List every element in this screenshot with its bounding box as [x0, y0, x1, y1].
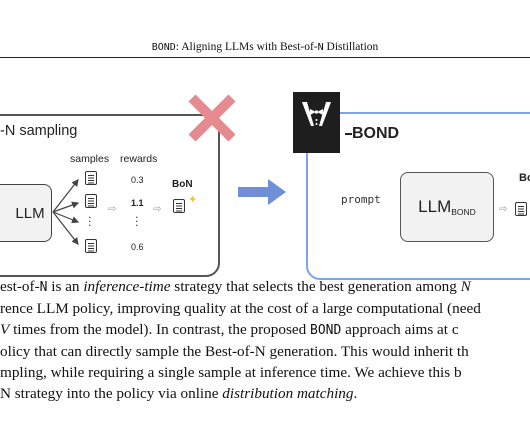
caption-text: strategy that selects the best generatio… [170, 278, 461, 295]
rewards-ellipsis: ··· [135, 211, 139, 232]
reward-value: 0.6 [131, 242, 144, 252]
header-bond: BOND [151, 42, 176, 53]
logo-dash [345, 133, 352, 135]
caption-text: approach aims at c [341, 321, 459, 338]
samples-label: samples [70, 153, 110, 165]
caption-line: rence LLM policy, improving quality at t… [0, 298, 530, 319]
caption-line: est-of-N is an inference-time strategy t… [0, 276, 530, 298]
header-rule [0, 57, 530, 58]
bond-doc-icon [515, 202, 527, 216]
header-text: : Aligning LLMs with Best-of- [175, 41, 318, 53]
to-bon-arrow-icon: ⇨ [153, 204, 162, 215]
reward-value-best: 1.1 [131, 198, 144, 208]
caption-italic: N [460, 278, 471, 295]
caption-text: olicy that can directly sample the Best-… [0, 343, 469, 360]
bond-logo [293, 92, 340, 153]
caption-line: olicy that can directly sample the Best-… [0, 341, 530, 362]
bon-doc-icon [173, 199, 185, 213]
to-rewards-arrow-icon: ⇨ [108, 204, 117, 215]
caption-text: est-of- [0, 278, 40, 295]
caption-italic: distribution matching [222, 385, 354, 402]
bon-panel-title: -N sampling [0, 123, 78, 139]
caption-line: V times from the model). In contrast, th… [0, 319, 530, 341]
caption-italic: inference-time [83, 278, 171, 295]
header-n: N [317, 42, 324, 53]
cross-icon [188, 94, 236, 142]
caption-mono: BOND [310, 323, 342, 338]
sparkle-icon: ✦ [188, 193, 198, 206]
caption-text: N strategy into the policy via online [0, 385, 223, 402]
tuxedo-icon [302, 102, 331, 126]
llm-bond-main: LLM [418, 197, 452, 216]
caption-text: times from the model). In contrast, the … [9, 321, 311, 338]
prompt-label: prompt [341, 193, 381, 206]
sample-doc-icon [85, 194, 97, 208]
caption-text: mpling, while requiring a single sample … [0, 364, 462, 381]
bond-output-arrow-icon: ⇨ [499, 204, 508, 215]
running-header: BOND: Aligning LLMs with Best-of-N Disti… [0, 41, 530, 53]
reward-value: 0.3 [131, 175, 144, 185]
caption-mono: N [39, 280, 48, 295]
caption-text: . [353, 385, 358, 402]
bond-output-label: Bo [519, 172, 530, 184]
caption-text: rence LLM policy, improving quality at t… [0, 300, 481, 317]
sample-doc-icon [85, 171, 97, 185]
bon-label: BoN [172, 179, 193, 190]
caption-line: mpling, while requiring a single sample … [0, 362, 530, 383]
samples-ellipsis: ··· [88, 211, 92, 232]
figure-caption: est-of-N is an inference-time strategy t… [0, 276, 530, 404]
llm-label: LLM [15, 204, 45, 222]
rewards-label: rewards [120, 153, 158, 165]
llm-bond-sub: BOND [451, 207, 476, 217]
sample-doc-icon [85, 239, 97, 253]
bond-title: BOND [352, 125, 400, 142]
caption-text: is an [47, 278, 84, 295]
llm-box: LLM [0, 184, 52, 242]
header-tail: Distillation [323, 41, 379, 53]
caption-line: N strategy into the policy via online di… [0, 383, 530, 404]
caption-italic: V [0, 321, 10, 338]
transition-arrow-icon [238, 179, 286, 205]
